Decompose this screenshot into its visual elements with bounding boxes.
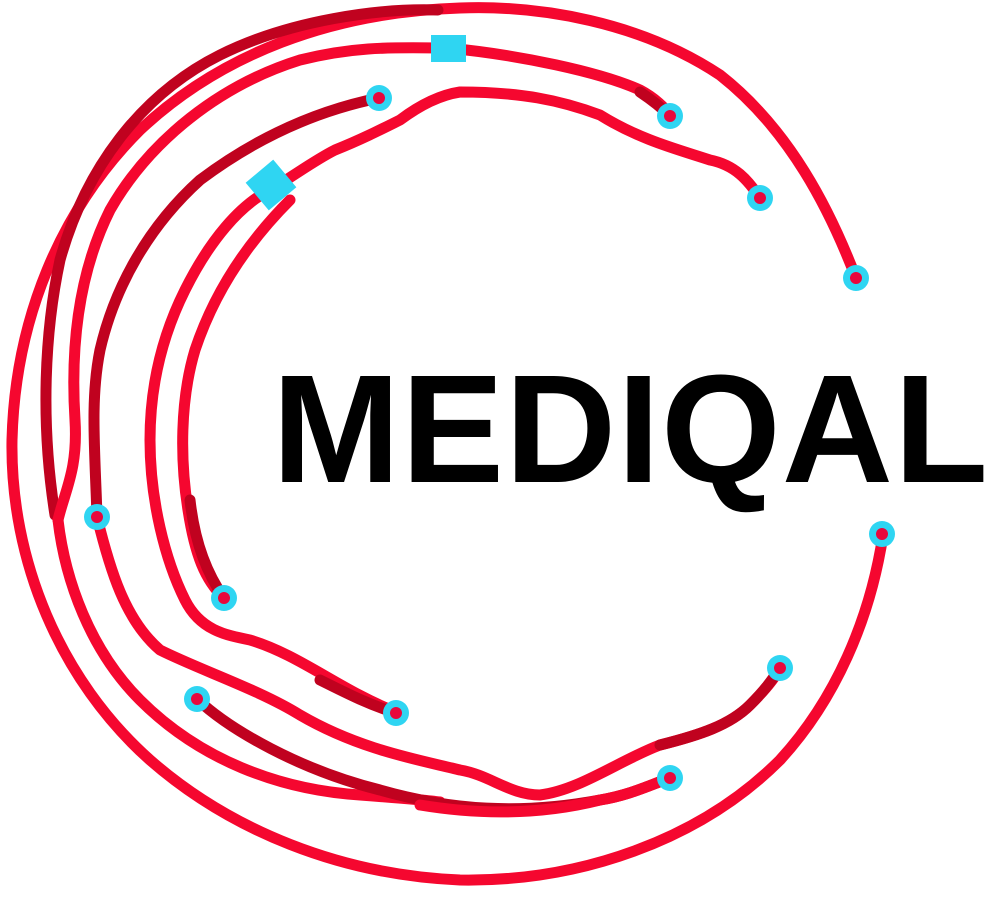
third-ring-trace [88,92,385,523]
node [747,185,773,211]
lower-node-trace [191,693,676,815]
node [84,504,110,530]
node [657,765,683,791]
node [366,85,392,111]
node [184,686,210,712]
outer-ring-trace [6,2,889,886]
wavy-left-trace [144,184,402,718]
square-terminal [431,35,466,62]
outer-dark-trace [40,4,444,521]
wavy-inner-trace [264,86,766,204]
node [657,103,683,129]
node [211,585,237,611]
lower-wavy-dark-end [654,662,786,751]
node [767,655,793,681]
second-ring-trace [52,42,454,526]
node [869,521,895,547]
lower-node-trace-light [414,772,676,818]
node [843,265,869,291]
node [383,700,409,726]
square-terminal [245,159,297,211]
bottom-inner-trace [52,514,446,808]
brand-wordmark: MEDIQAL [272,343,990,515]
